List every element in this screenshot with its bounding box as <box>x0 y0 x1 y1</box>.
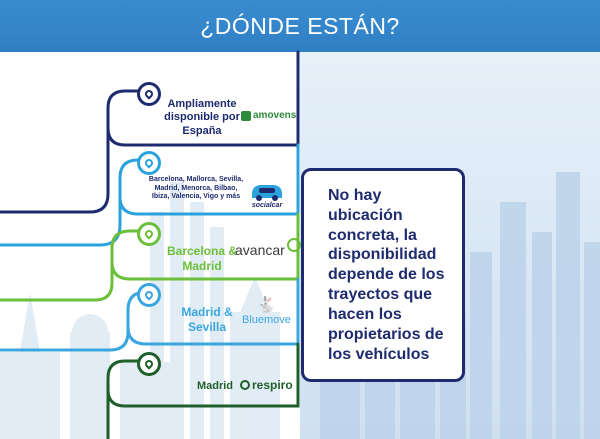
map-pin-icon <box>137 222 161 246</box>
page-title: ¿DÓNDE ESTÁN? <box>200 12 400 39</box>
connector-amovens <box>0 89 150 214</box>
entry-label: Madrid <box>196 380 234 392</box>
avancar-logo: avancar <box>235 238 301 258</box>
map-pin-icon <box>137 352 161 376</box>
connector-bluemove-frame <box>126 277 300 346</box>
map-pin-icon <box>137 82 161 106</box>
avancar-logo-icon <box>286 238 301 252</box>
city-skyline-illustration <box>0 172 600 439</box>
connector-respiro-frame <box>106 342 300 408</box>
brand-name: amovens <box>253 110 297 121</box>
map-pin-icon <box>137 283 161 307</box>
entry-label: Barcelona, Mallorca, Sevilla, Madrid, Me… <box>148 176 244 201</box>
rabbit-icon: 🐇 <box>256 297 277 314</box>
socialcar-logo: socialcar <box>248 180 286 209</box>
respiro-logo-icon <box>240 380 250 390</box>
amovens-logo: amovens <box>241 110 296 121</box>
brand-name: respiro <box>252 378 293 392</box>
connector-avancar <box>0 229 150 302</box>
brand-name: avancar <box>235 242 285 258</box>
brand-name: socialcar <box>251 202 283 209</box>
map-pin-icon <box>137 151 161 175</box>
header-banner: ¿DÓNDE ESTÁN? <box>0 0 600 52</box>
connector-socialcar-frame <box>118 143 300 216</box>
entry-label: Madrid & Sevilla <box>181 305 233 334</box>
callout-text: No hay ubicación concreta, la disponibil… <box>328 187 445 363</box>
entry-label: Barcelona & Madrid <box>166 244 238 273</box>
connector-respiro <box>106 359 150 439</box>
brand-name: Bluemove <box>242 314 291 326</box>
info-callout: No hay ubicación concreta, la disponibil… <box>301 168 465 382</box>
connector-amovens-frame <box>106 50 300 147</box>
car-icon <box>252 185 282 201</box>
amovens-logo-icon <box>241 110 251 121</box>
connector-avancar-frame <box>110 212 300 281</box>
respiro-logo: respiro <box>240 378 293 392</box>
bluemove-logo: 🐇 Bluemove <box>242 297 291 327</box>
entry-label: Ampliamente disponible por España <box>164 98 240 137</box>
